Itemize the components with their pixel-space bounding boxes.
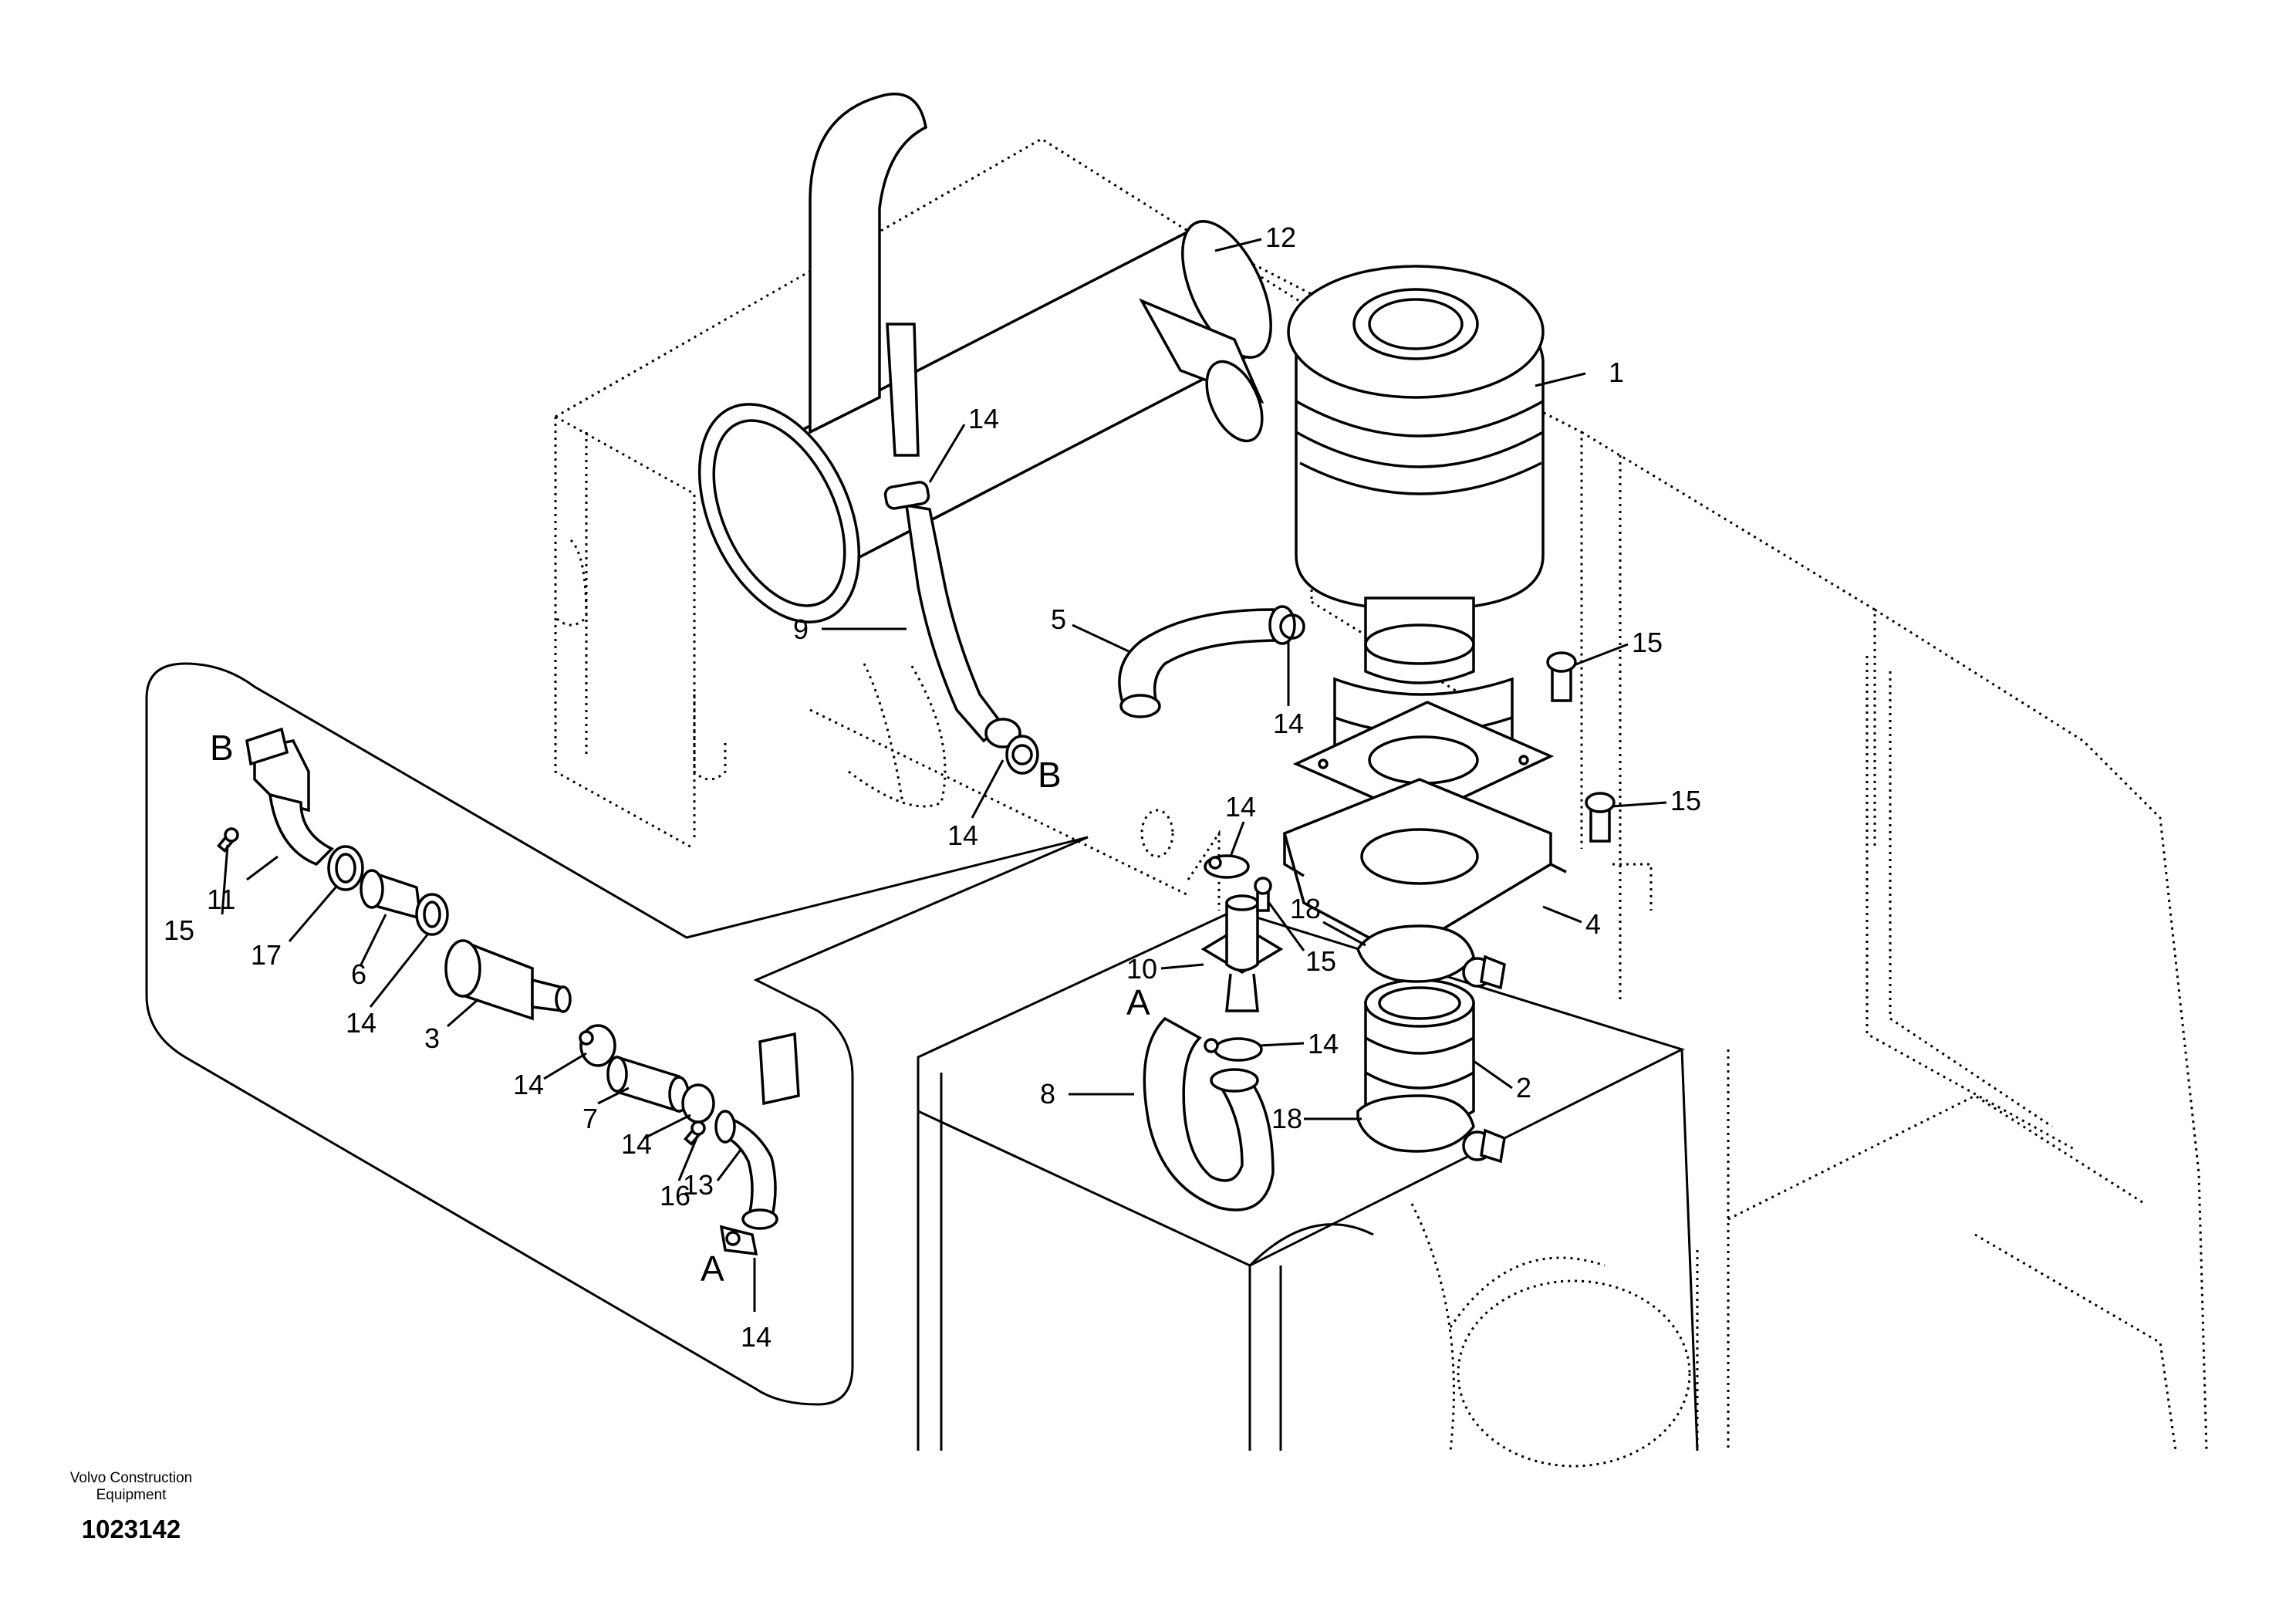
inset-callout-14-a: 14 <box>346 1007 376 1039</box>
hose-8 <box>1143 1016 1275 1211</box>
callout-1: 1 <box>1609 357 1624 388</box>
callout-5: 5 <box>1051 603 1066 635</box>
fitting-10 <box>1200 894 1284 1012</box>
brand-line-2: Equipment <box>96 1487 167 1503</box>
callout-15-c: 15 <box>1305 945 1336 977</box>
callout-2: 2 <box>1516 1072 1531 1103</box>
callout-4: 4 <box>1585 908 1601 940</box>
callout-12: 12 <box>1265 221 1296 253</box>
callout-18-b: 18 <box>1271 1103 1302 1134</box>
screw-15-right-a <box>1546 651 1577 702</box>
drain-hose-9 <box>883 481 1039 775</box>
callout-14-d: 14 <box>1308 1028 1339 1059</box>
inset-callout-16: 16 <box>660 1180 690 1211</box>
screw-15-center <box>1254 877 1272 912</box>
connector-hose-2 <box>1356 924 1506 1164</box>
muffler <box>697 93 1272 623</box>
callout-15-b: 15 <box>1670 785 1701 816</box>
detail-inset <box>145 662 1089 1406</box>
letter-b-inset: B <box>210 728 234 768</box>
callout-10: 10 <box>1126 953 1157 985</box>
drawing-number: 1023142 <box>81 1515 181 1543</box>
engine-compartment-housing <box>917 909 1699 1451</box>
inset-callout-7: 7 <box>582 1103 598 1134</box>
letter-a-main: A <box>1126 982 1150 1022</box>
inset-callout-15: 15 <box>164 914 194 946</box>
air-cleaner <box>1287 265 1555 819</box>
callout-8: 8 <box>1040 1078 1055 1110</box>
letter-a-inset: A <box>701 1249 724 1289</box>
callout-14-mid: 14 <box>1273 708 1304 739</box>
hose-5 <box>1118 605 1305 718</box>
callout-14-b: 14 <box>947 819 978 851</box>
inset-callout-14-d: 14 <box>741 1321 772 1353</box>
letter-b-main: B <box>1038 755 1062 795</box>
inset-callout-14-c: 14 <box>621 1128 652 1160</box>
screw-15-right-b <box>1585 792 1616 843</box>
inset-callout-3: 3 <box>424 1022 440 1054</box>
inset-callout-11: 11 <box>207 884 235 915</box>
callout-14-top: 14 <box>968 403 999 434</box>
inset-callout-17: 17 <box>251 939 282 971</box>
callout-numbers: 1 12 14 9 5 14 15 15 14 14 18 15 10 4 14… <box>164 221 1701 1353</box>
inset-callout-6: 6 <box>351 958 366 990</box>
callout-14-c: 14 <box>1225 791 1256 823</box>
clamp-14-upper <box>1204 854 1250 879</box>
inset-callout-14-b: 14 <box>513 1069 544 1100</box>
leader-lines <box>221 238 1667 1312</box>
drawing-footer: Volvo Construction Equipment 1023142 <box>31 1470 231 1544</box>
callout-9: 9 <box>793 613 809 645</box>
callout-18-a: 18 <box>1290 893 1321 924</box>
brand-line-1: Volvo Construction <box>69 1470 193 1486</box>
connection-letters: B A B A <box>210 728 1150 1289</box>
inset-callout-13: 13 <box>683 1169 714 1201</box>
callout-15-a: 15 <box>1632 627 1663 658</box>
